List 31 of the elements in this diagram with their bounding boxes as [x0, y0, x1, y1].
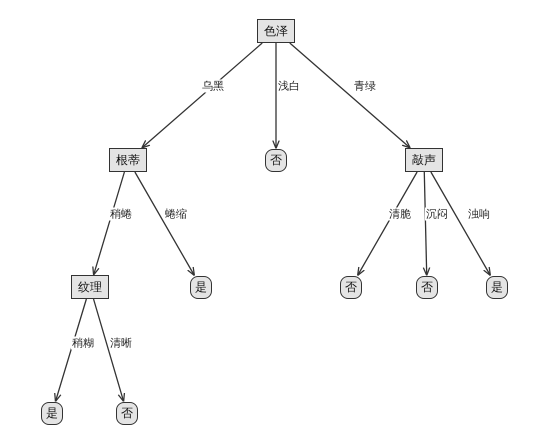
leaf-box: 是 [190, 276, 212, 298]
edge-label: 浅白 [277, 80, 301, 92]
edge-label: 浊响 [467, 208, 491, 220]
arrow [430, 172, 492, 276]
attribute-box: 色泽 [257, 19, 295, 43]
leaf-box: 否 [116, 402, 138, 424]
edge-label: 青绿 [353, 80, 377, 92]
edge-label: 乌黑 [201, 80, 225, 92]
edge-label: 清脆 [388, 208, 412, 220]
arrow [141, 42, 263, 149]
leaf-box: 是 [486, 276, 508, 298]
leaf-box: 否 [265, 148, 287, 172]
arrow [92, 298, 126, 402]
leaf-box: 否 [416, 276, 438, 298]
edge-label: 清晰 [109, 336, 133, 350]
arrow [92, 172, 126, 276]
arrow [272, 43, 280, 150]
leaf-box: 否 [340, 276, 362, 298]
arrow [356, 172, 418, 276]
leaf-box: 是 [41, 402, 63, 424]
arrow [422, 172, 430, 276]
attribute-box: 根蒂 [109, 148, 147, 172]
edge-label: 稍蜷 [109, 208, 133, 220]
arrow [54, 298, 87, 402]
edge-label: 蜷缩 [164, 208, 188, 220]
arrow [134, 172, 196, 276]
arrow [289, 42, 411, 149]
edge-label: 稍糊 [71, 336, 95, 350]
attribute-box: 敲声 [405, 148, 443, 172]
edge-label: 沉闷 [425, 208, 449, 220]
attribute-box: 纹理 [71, 275, 109, 299]
